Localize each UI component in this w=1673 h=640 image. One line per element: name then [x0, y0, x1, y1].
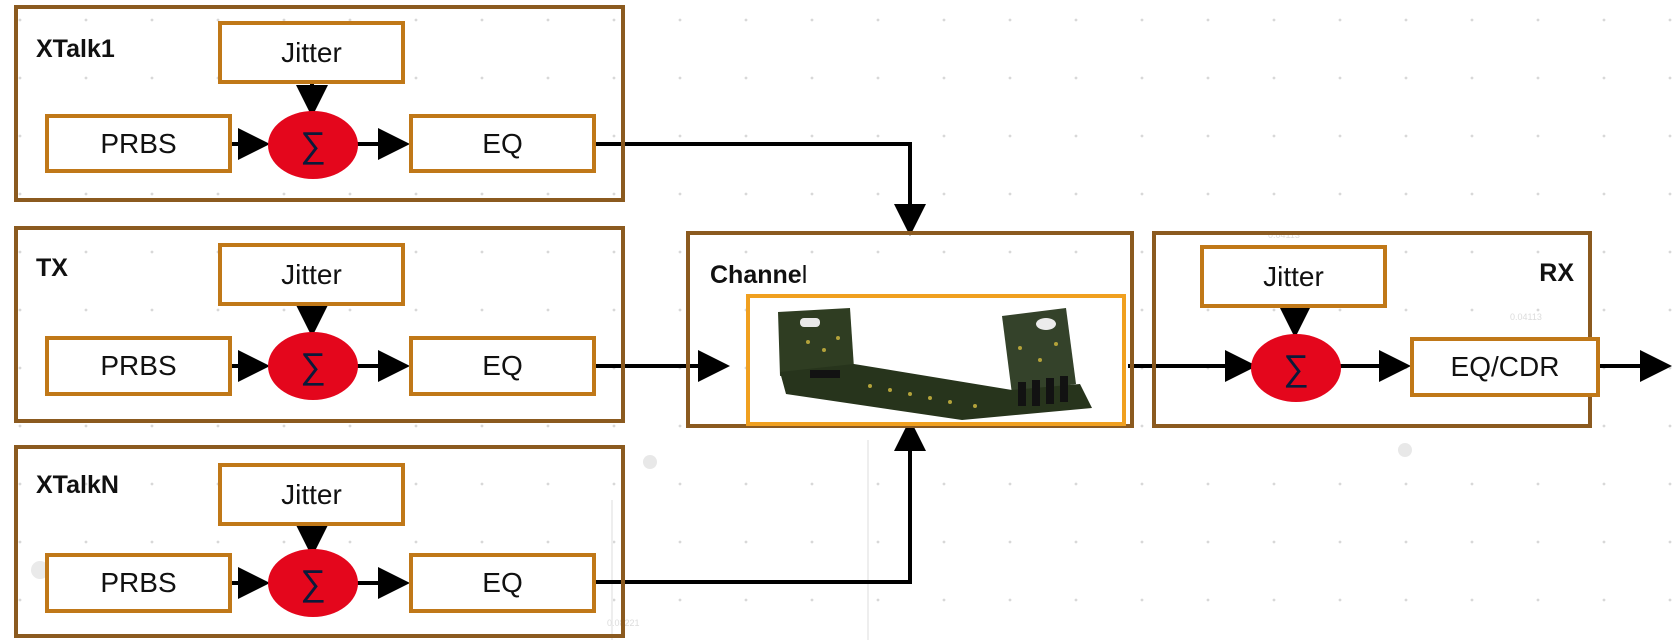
- rx-eq-cdr-block: EQ/CDR: [1410, 337, 1600, 397]
- arrow-xtalk1-to-channel: [596, 144, 910, 232]
- xtalkn-prbs-block: PRBS: [45, 553, 232, 613]
- board-connector: [1032, 380, 1040, 406]
- xtalkn-eq-block: EQ: [409, 553, 596, 613]
- xtalk1-jitter-block: Jitter: [218, 21, 405, 84]
- xtalk1-title: XTalk1: [36, 35, 115, 64]
- backplane-board-photo: [750, 298, 1122, 422]
- xtalkn-title: XTalkN: [36, 471, 119, 500]
- xtalkn-sum-node: ∑: [268, 549, 358, 617]
- board-connector: [810, 370, 840, 378]
- tx-title: TX: [36, 254, 68, 283]
- rx-title: RX: [1539, 259, 1574, 288]
- board-connector: [1018, 382, 1026, 406]
- tx-prbs-block: PRBS: [45, 336, 232, 396]
- channel-title-bold: Channe: [710, 261, 802, 289]
- channel-title: Channel: [710, 261, 807, 290]
- board-card-right-hole: [1036, 318, 1056, 330]
- tx-sum-node: ∑: [268, 332, 358, 400]
- rx-sum-node: ∑: [1251, 334, 1341, 402]
- xtalkn-jitter-block: Jitter: [218, 463, 405, 526]
- board-connector: [1046, 378, 1054, 404]
- channel-title-rest: l: [802, 261, 808, 289]
- rx-jitter-block: Jitter: [1200, 245, 1387, 308]
- tx-jitter-block: Jitter: [218, 243, 405, 306]
- channel-board-image: [746, 294, 1126, 426]
- tx-eq-block: EQ: [409, 336, 596, 396]
- xtalk1-prbs-block: PRBS: [45, 114, 232, 173]
- xtalk1-eq-block: EQ: [409, 114, 596, 173]
- board-card-left-hole: [800, 318, 820, 327]
- xtalk1-sum-node: ∑: [268, 111, 358, 179]
- board-connector: [1060, 376, 1068, 402]
- arrow-xtalkn-to-channel: [596, 423, 910, 582]
